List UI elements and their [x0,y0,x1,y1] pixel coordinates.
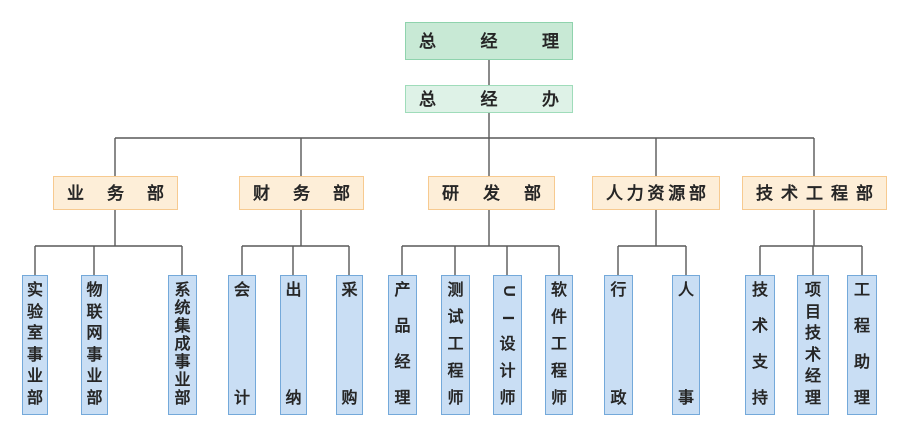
node-software-engineer: 软件工程师 [545,275,573,415]
node-dept-tech-engineering: 技术工程部 [742,176,887,210]
node-dept-hr: 人力资源部 [592,176,720,210]
node-project-tech-manager: 项目技术经理 [797,275,829,415]
node-accounting: 会计 [228,275,256,415]
node-sys-integration-unit: 系统集成事业部 [168,275,197,415]
node-tech-support: 技术支持 [745,275,775,415]
node-general-manager: 总经理 [405,22,573,60]
node-engineering-assistant: 工程助理 [847,275,877,415]
node-test-engineer: 测试工程师 [441,275,470,415]
node-personnel: 人事 [672,275,700,415]
node-dept-business: 业务部 [53,176,178,210]
node-dept-rnd: 研发部 [428,176,555,210]
node-general-manager-office: 总经办 [405,85,573,113]
node-procurement: 采购 [336,275,363,415]
node-iot-business-unit: 物联网事业部 [81,275,108,415]
node-administration: 行政 [604,275,633,415]
node-cashier: 出纳 [280,275,307,415]
node-product-manager: 产品经理 [388,275,417,415]
node-lab-business-unit: 实验室事业部 [22,275,48,415]
node-dept-finance: 财务部 [239,176,364,210]
